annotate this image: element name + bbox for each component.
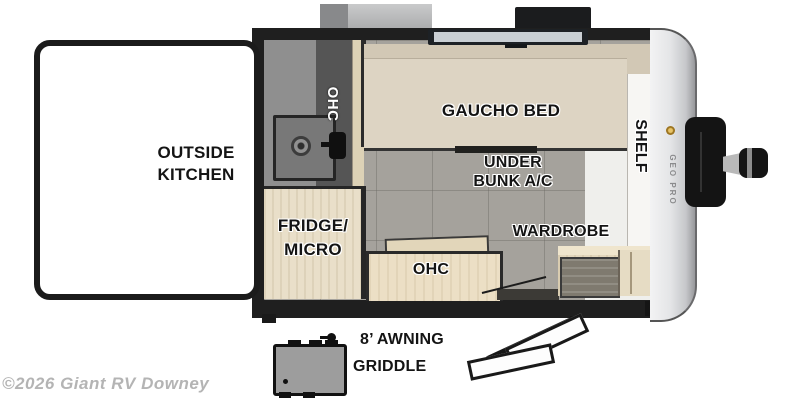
entry-door-threshold: [497, 289, 559, 300]
griddle-tab-icon: [288, 340, 301, 345]
griddle-icon: [273, 344, 347, 396]
under-bunk-ac-vent: [455, 146, 537, 153]
bedside-window-glass: [434, 32, 582, 42]
window-latch: [505, 44, 527, 48]
griddle-label: GRIDDLE: [353, 358, 427, 375]
outside-kitchen-label: OUTSIDE KITCHEN: [140, 142, 252, 186]
griddle-tab-icon: [325, 340, 338, 345]
hitch-coupler: [739, 148, 768, 178]
outside-kitchen-label-line2: KITCHEN: [157, 165, 235, 184]
shelf: [627, 74, 651, 246]
galley-bed-divider-wall: [361, 40, 366, 147]
griddle-hose-line: [320, 336, 330, 339]
propane-tongue-box: [685, 117, 726, 207]
tongue-box-seam: [700, 132, 702, 192]
wardrobe-label: WARDROBE: [512, 223, 610, 240]
under-bunk-label-line1: UNDER: [484, 154, 542, 171]
awning-label: 8’ AWNING: [360, 331, 444, 348]
faucet-arm-icon: [321, 142, 331, 147]
griddle-foot-icon: [303, 392, 315, 398]
fridge-micro-label: FRIDGE/ MICRO: [257, 214, 369, 262]
brand-logo-icon: [666, 126, 675, 135]
wardrobe-side-cabinet: [618, 250, 652, 296]
fridge-label-line2: MICRO: [284, 240, 342, 259]
roof-vent-cover: [515, 7, 591, 30]
griddle-foot-icon: [279, 392, 291, 398]
dealer-watermark: ©2026 Giant RV Downey: [2, 374, 210, 393]
wardrobe-bench-top: [558, 246, 650, 255]
gaucho-bed-label: GAUCHO BED: [441, 101, 561, 120]
roof-ac-unit-side: [320, 4, 348, 30]
stabilizer-foot: [262, 314, 276, 323]
outside-kitchen-label-line1: OUTSIDE: [157, 143, 235, 162]
fridge-micro-cabinet: [264, 186, 366, 299]
kitchen-ohc-label: OHC: [412, 261, 450, 278]
shelf-label: SHELF: [632, 119, 649, 173]
faucet-icon: [329, 132, 346, 159]
brand-label: GEO PRO: [668, 154, 677, 206]
griddle-tab-icon: [309, 340, 322, 345]
galley-ohc-label: OHC: [324, 86, 341, 122]
wardrobe-cabinet-seam: [630, 252, 632, 294]
outside-kitchen-door: [34, 40, 260, 300]
under-bunk-ac-label: UNDER BUNK A/C: [452, 153, 574, 191]
griddle-hose-icon: [327, 333, 336, 342]
wardrobe-bench-front: [560, 257, 620, 298]
griddle-knob-icon: [283, 379, 288, 384]
hitch-coupler-stripe: [747, 148, 752, 178]
under-bunk-label-line2: BUNK A/C: [473, 173, 553, 190]
sink-drain-icon: [291, 136, 311, 156]
hitch-neck: [723, 152, 741, 176]
fridge-label-line1: FRIDGE/: [277, 216, 349, 235]
kitchen-counter-cabinet: [366, 251, 503, 301]
